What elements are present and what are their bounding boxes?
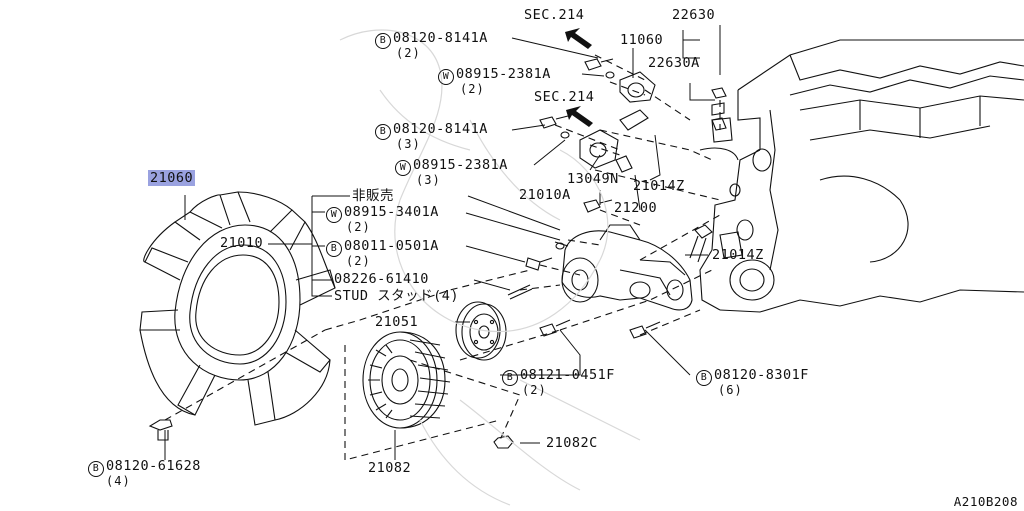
fastener-qty: (3) xyxy=(416,173,441,187)
part-21200-label: 21200 xyxy=(614,200,658,216)
leader-lines xyxy=(164,25,721,460)
bolt-symbol-icon: B xyxy=(696,370,712,386)
fastener-number: 08120-8141A xyxy=(393,121,488,137)
bolt-symbol-icon: B xyxy=(88,461,104,477)
part-22630-label: 22630 xyxy=(672,7,716,23)
fastener-number: 08120-61628 xyxy=(106,458,201,474)
fan-drawing xyxy=(139,191,336,441)
fastener-qty: (2) xyxy=(346,254,371,268)
bolt-symbol-icon: B xyxy=(502,370,518,386)
part-21051-label: 21051 xyxy=(375,314,419,330)
engine-block-drawing xyxy=(699,39,1024,313)
fastener-qty: (2) xyxy=(346,220,371,234)
fastener-qty: (4) xyxy=(106,474,131,488)
fastener-number: 08121-0451F xyxy=(520,367,615,383)
fastener-number: 08120-8141A xyxy=(393,30,488,46)
washer-symbol-icon: W xyxy=(438,69,454,85)
washer-symbol-icon: W xyxy=(326,207,342,223)
fastener-number: 08120-8301F xyxy=(714,367,809,383)
part-22630a-label: 22630A xyxy=(648,55,700,71)
fastener-qty: (6) xyxy=(718,383,743,397)
part-21082-label: 21082 xyxy=(368,460,412,476)
watermark-drawing xyxy=(339,29,641,506)
bolt-symbol-icon: B xyxy=(375,124,391,140)
part-21010a-label: 21010A xyxy=(519,187,571,203)
bolt-symbol-icon: B xyxy=(326,241,342,257)
fastener-qty: (2) xyxy=(522,383,547,397)
part-21010-label: 21010 xyxy=(220,235,264,251)
fastener-number: 08915-2381A xyxy=(456,66,551,82)
thermostat-inlet-drawing xyxy=(579,71,727,263)
highlighted-part-number: 21060 xyxy=(148,170,196,186)
bolt-symbol-icon: B xyxy=(375,33,391,49)
dashed-guide-lines xyxy=(164,54,721,461)
part-11060-label: 11060 xyxy=(620,32,664,48)
fastener-qty: (3) xyxy=(396,137,421,151)
part-21060-label: 21060 xyxy=(148,170,196,186)
diagram-reference-code: A210B208 xyxy=(953,494,1018,509)
fastener-number: 08915-3401A xyxy=(344,204,439,220)
fan-clutch-drawing xyxy=(362,331,451,429)
part-13049n-label: 13049N xyxy=(567,171,619,187)
not-for-sale-label: 非販売 xyxy=(352,188,394,204)
stud-description: STUD スタッド(4) xyxy=(334,289,459,304)
fastener-qty: (2) xyxy=(460,82,485,96)
fastener-number: 08011-0501A xyxy=(344,238,439,254)
stud-text: STUD スタッド xyxy=(334,288,434,304)
part-21014z-upper-label: 21014Z xyxy=(633,178,685,194)
stud-part-label: 08226-61410 xyxy=(334,271,429,287)
washer-symbol-icon: W xyxy=(395,160,411,176)
sec-arrows xyxy=(565,28,593,127)
part-21014z-lower-label: 21014Z xyxy=(712,247,764,263)
part-21082c-label: 21082C xyxy=(546,435,598,451)
fastener-number: 08915-2381A xyxy=(413,157,508,173)
water-pump-drawing xyxy=(493,58,693,449)
sec-label-upper: SEC.214 xyxy=(524,7,585,23)
sec-label-lower: SEC.214 xyxy=(534,89,595,105)
fastener-qty: (2) xyxy=(396,46,421,60)
stud-qty: (4) xyxy=(433,288,460,304)
